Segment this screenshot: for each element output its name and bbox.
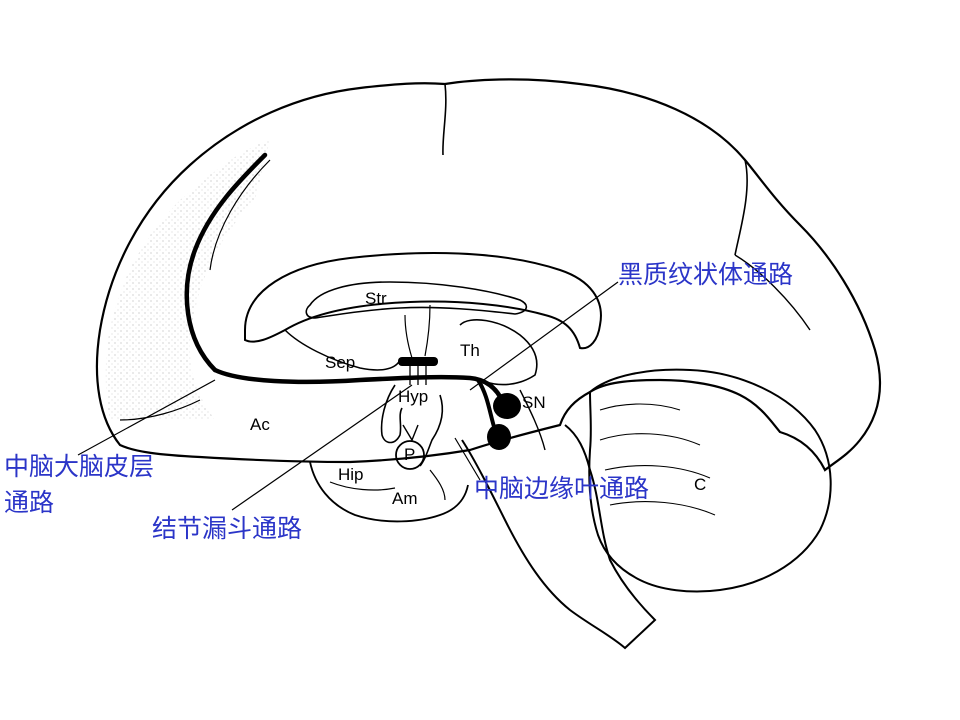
pathway-label-tuberoinfundibular: 结节漏斗通路 [152,514,303,543]
leader-line-mesocortical [77,379,216,456]
vta-nucleus [487,424,511,450]
parietal-sulcus [734,159,748,256]
striatum-outline [305,281,528,319]
pons-outline [519,389,546,451]
label-hyp: Hyp [398,387,428,406]
cingulate-sulcus [209,159,271,271]
label-hip: Hip [338,465,364,484]
thalamus-outline [459,319,538,386]
corpus-callosum [244,252,602,350]
central-sulcus [442,83,447,156]
hypothalamus-outline [380,384,403,444]
leader-line-mesolimbic [454,437,481,481]
leader-line-nigrostriatal [469,281,619,391]
occipital-sulcus [734,254,811,331]
pituitary-gland [395,440,425,470]
label-str: Str [365,289,387,308]
fornix-lines [404,304,431,359]
brainstem-outline [461,424,657,650]
dopamine-pathway-main [184,152,268,373]
label-am: Am [392,489,418,508]
pathway-label-mesolimbic: 中脑边缘叶通路 [474,474,650,503]
cerebellum-outline [588,368,832,593]
label-c: C [694,475,706,494]
pathway-label-mesocortical-line1: 中脑大脑皮层 [4,452,155,481]
label-th: Th [460,341,480,360]
hippocampus-outline [329,481,396,491]
amygdala-outline [429,469,446,501]
dopamine-pathway-mesocortical [212,367,508,411]
septum-outline [284,329,401,371]
leader-line-tuberoinfundibular [231,384,413,511]
infundibulum [402,424,419,442]
pathway-label-mesocortical-line2: 通路 [4,488,55,517]
label-sn: SN [522,393,546,412]
median-eminence [398,357,438,366]
label-p: P [404,445,415,464]
frontal-sulcus [119,399,201,421]
cerebellum-folia [599,403,716,516]
label-ac: Ac [250,415,270,434]
temporal-lobe-outline [309,461,469,523]
pathway-label-nigrostriatal: 黑质纹状体通路 [618,260,794,289]
label-sep: Sep [325,353,355,372]
cerebrum-outline [95,78,882,472]
substantia-nigra-nucleus [493,393,521,419]
